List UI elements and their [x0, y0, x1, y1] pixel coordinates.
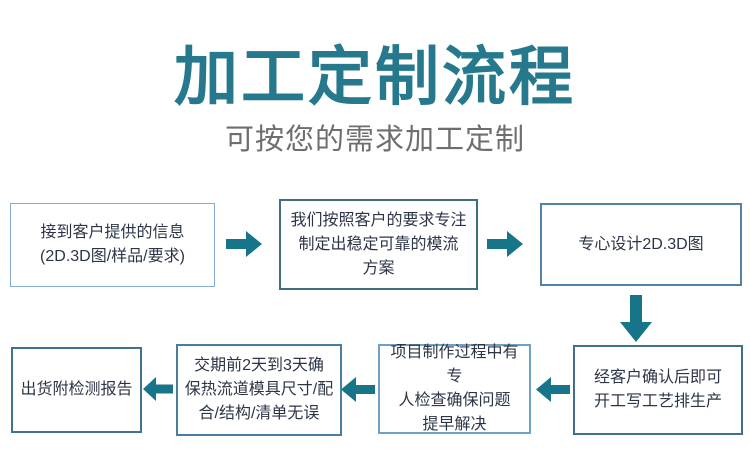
flow-step-4: 经客户确认后即可 开工写工艺排生产	[573, 345, 743, 435]
flow-step-1: 接到客户提供的信息 (2D.3D图/样品/要求)	[10, 203, 215, 287]
flow-step-7: 出货附检测报告	[11, 347, 142, 433]
flow-step-6-label: 交期前2天到3天确 保热流道模具尺寸/配 合/结构/清单无误	[184, 357, 334, 422]
flow-step-5-label: 项目制作过程中有专 人检查确保问题 提早解决	[390, 344, 519, 433]
flow-step-2-label: 我们按照客户的要求专注 制定出稳定可靠的模流 方案	[290, 211, 467, 277]
arrow-left-icon	[536, 377, 570, 402]
arrow-down-icon	[620, 295, 652, 342]
flow-step-4-label: 经客户确认后即可 开工写工艺排生产	[593, 369, 722, 410]
flow-step-3-label: 专心设计2D.3D图	[578, 235, 704, 253]
page-title: 加工定制流程	[174, 41, 576, 113]
flow-step-5: 项目制作过程中有专 人检查确保问题 提早解决	[378, 344, 531, 434]
arrow-left-icon	[143, 377, 173, 401]
arrow-right-icon	[487, 231, 523, 257]
flow-step-2: 我们按照客户的要求专注 制定出稳定可靠的模流 方案	[279, 199, 478, 290]
arrow-left-icon	[341, 377, 375, 402]
flow-step-1-label: 接到客户提供的信息 (2D.3D图/样品/要求)	[40, 224, 185, 265]
flow-step-7-label: 出货附检测报告	[20, 381, 133, 398]
flow-step-6: 交期前2天到3天确 保热流道模具尺寸/配 合/结构/清单无误	[176, 344, 342, 436]
arrow-right-icon	[226, 231, 262, 257]
flow-step-3: 专心设计2D.3D图	[540, 203, 742, 286]
page-subtitle: 可按您的需求加工定制	[224, 124, 525, 156]
